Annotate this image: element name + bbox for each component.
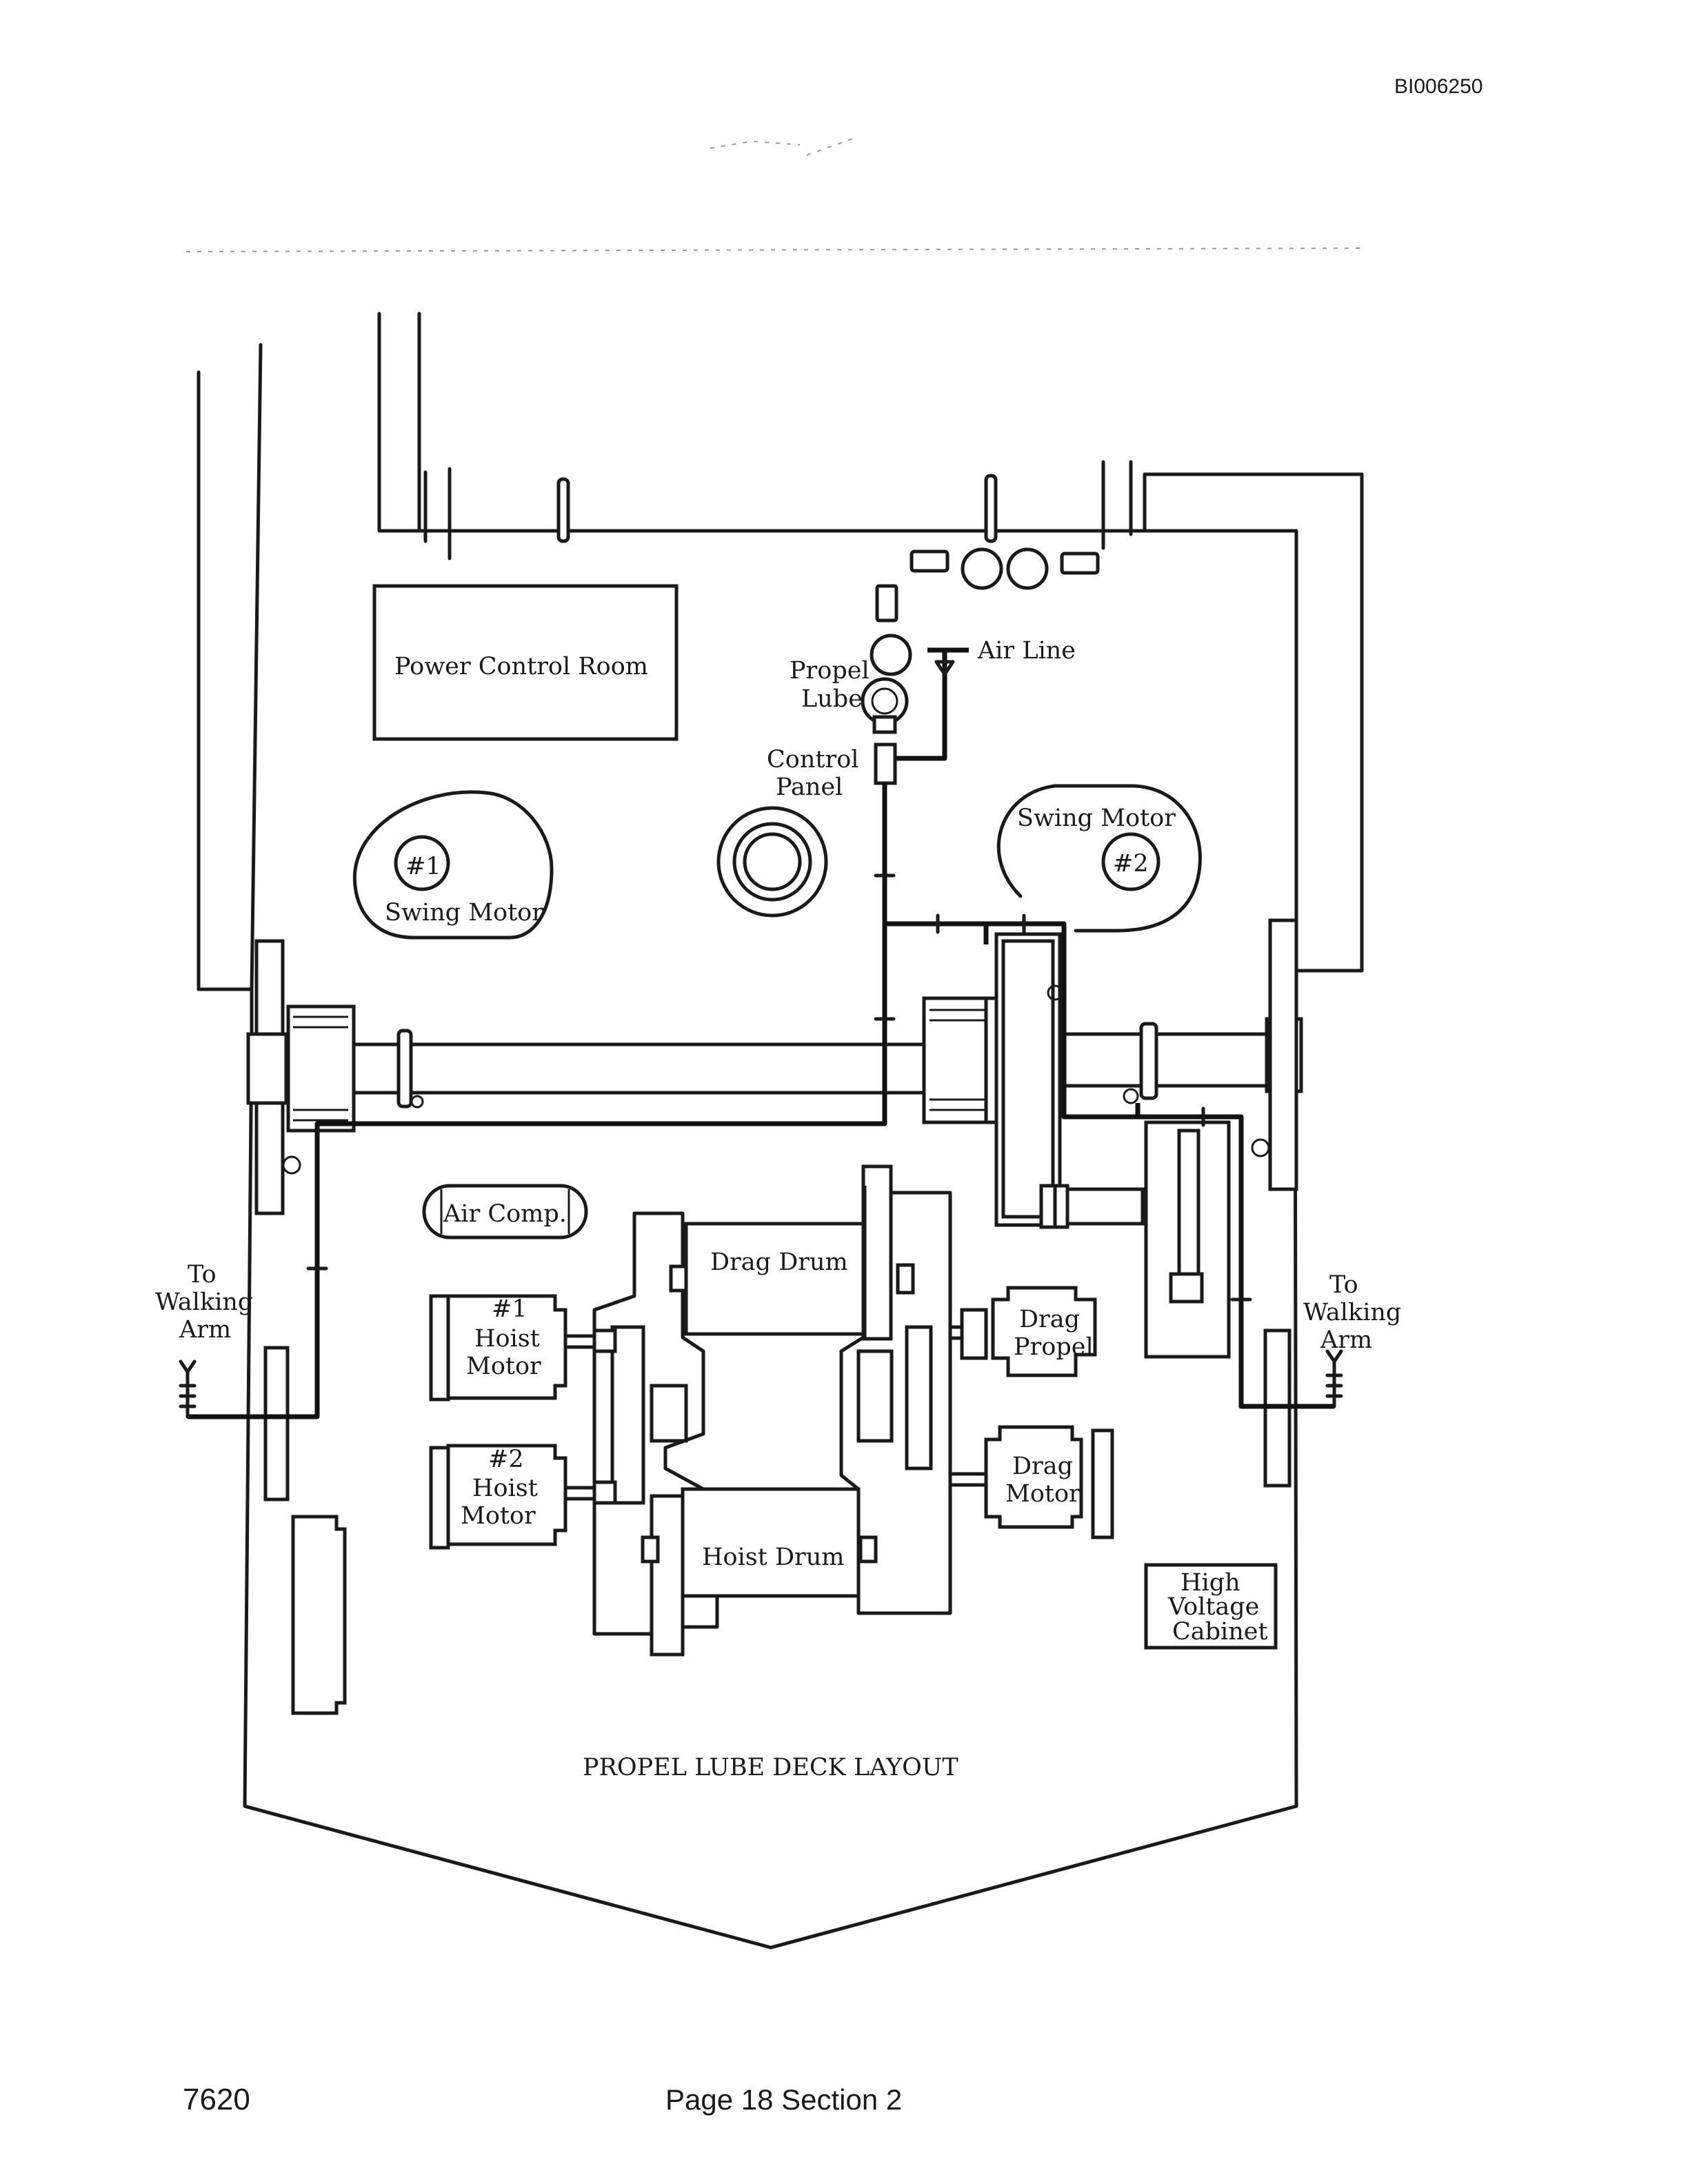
air-compressor: Air Comp. [422,1184,588,1240]
power-control-room: Power Control Room [372,584,679,741]
hv-cabinet-label-line1: High [1180,1569,1240,1597]
lower-left-cabinet [291,1515,347,1715]
lube-piping [188,782,1334,1419]
air-line-label: Air Line [977,637,1076,665]
walking-arm-right: To Walking Arm [1303,1271,1401,1408]
hoist-motor-1-label-line1: Hoist [474,1325,540,1353]
hoist-motor-2-label-line2: Motor [461,1502,536,1530]
walking-arm-left-line3: Arm [179,1316,231,1344]
propel-shaft-assembly [246,918,1303,1359]
hoist-drum-label: Hoist Drum [702,1544,844,1571]
drag-propel: Drag Propel [948,1286,1097,1377]
propel-lube-label-line1: Propel [790,657,870,685]
power-control-room-label: Power Control Room [394,653,648,680]
walking-arm-left: To Walking Arm [155,1261,253,1419]
document-id: BI006250 [1394,75,1483,98]
walking-arm-left-line1: To [188,1261,217,1288]
hoist-motor-1-number: #1 [492,1295,528,1323]
swing-motor-1-number: #1 [405,853,441,880]
drag-drum-label: Drag Drum [710,1248,848,1276]
drag-propel-label-line1: Drag [1019,1306,1080,1333]
drag-propel-label-line2: Propel [1014,1333,1094,1361]
hoist-motor-1: #1 Hoist Motor [429,1294,617,1402]
walking-arm-rails [263,1328,1292,1502]
control-panel-label-line2: Panel [776,774,843,801]
footer-page-section: Page 18 Section 2 [665,2083,902,2116]
walking-arm-right-line1: To [1329,1271,1358,1299]
propel-lube-label-line2: Lube [801,685,863,713]
swing-motor-2-number: #2 [1113,850,1149,878]
walking-arm-right-line3: Arm [1320,1326,1372,1354]
deck-outline [197,312,1364,1950]
scan-artifact-line [185,247,1366,252]
center-pin [716,806,828,918]
scan-artifact-mark [710,137,856,156]
swing-motor-2: #2 Swing Motor [996,784,1202,933]
hoist-motor-2-number: #2 [488,1446,524,1473]
control-panel-label-line1: Control [767,746,858,774]
top-equipment-cluster [875,547,1100,623]
drag-motor: Drag Motor [948,1425,1114,1539]
hv-cabinet-label-line2: Voltage [1167,1593,1259,1621]
drag-motor-label-line2: Motor [1005,1480,1081,1508]
air-comp-label: Air Comp. [443,1200,567,1228]
swing-motor-2-label: Swing Motor [1017,805,1176,832]
propel-lube-unit: Propel Lube Control Panel [767,634,912,801]
hoist-motor-2: #2 Hoist Motor [429,1444,617,1550]
hoist-motor-1-label-line2: Motor [466,1353,541,1380]
diagram-caption: PROPEL LUBE DECK LAYOUT [583,1754,958,1781]
swing-motor-1-label: Swing Motor [385,899,543,927]
high-voltage-cabinet: High Voltage Cabinet [1144,1563,1278,1650]
hv-cabinet-label-line3: Cabinet [1172,1618,1268,1646]
air-line: Air Line [896,637,1076,761]
footer-doc-number: 7620 [183,2083,250,2116]
drag-motor-label-line1: Drag [1012,1453,1073,1480]
left-lube-fitting-icon [179,1359,197,1419]
hoist-motor-2-label-line1: Hoist [472,1475,538,1502]
swing-motor-1: #1 Swing Motor [352,790,554,940]
drum-assembly: Drag Drum Hoist Drum [592,1164,952,1657]
walking-arm-left-line2: Walking [155,1288,253,1316]
right-lube-fitting-icon [1325,1349,1343,1408]
walking-arm-right-line2: Walking [1303,1299,1401,1326]
